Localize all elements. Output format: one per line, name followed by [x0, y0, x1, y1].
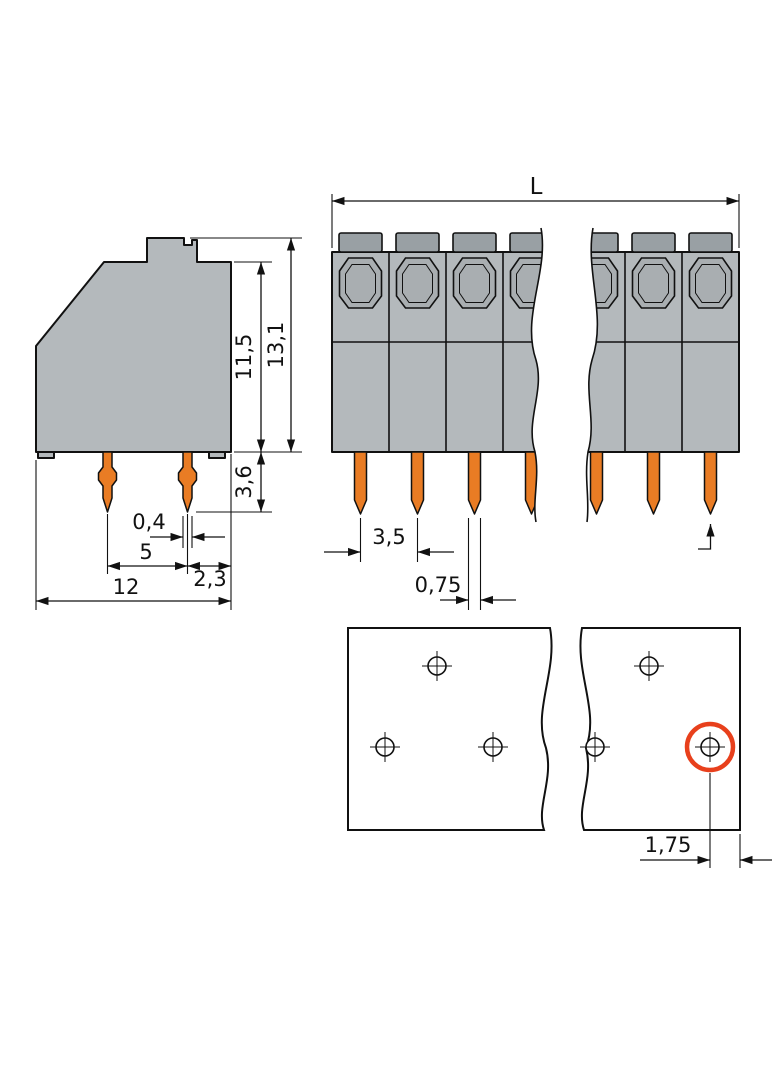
dim-label-height-body: 11,5 — [232, 334, 256, 381]
solder-pin-front — [353, 451, 368, 515]
conductor-entry-opening — [631, 257, 676, 309]
conductor-entry-opening — [452, 257, 497, 309]
dim-pole-pitch: 3,5 — [324, 525, 454, 557]
dim-label-pin-length: 3,6 — [232, 465, 256, 498]
push-button-cap — [395, 232, 440, 253]
solder-pin-front — [589, 451, 604, 515]
front-view-left-group — [331, 232, 543, 515]
front-view: L 3,5 0,75 — [324, 174, 740, 610]
solder-pin-side-left — [97, 451, 118, 513]
dim-pin-length: 3,6 — [232, 452, 266, 512]
solder-pin-front — [467, 451, 482, 515]
dim-height-body: 11,5 — [232, 262, 266, 452]
front-view-right-group — [586, 232, 740, 515]
dim-label-depth: 12 — [113, 575, 140, 599]
dim-label-hole-to-edge: 1,75 — [645, 833, 692, 857]
conductor-entry-opening — [688, 257, 733, 309]
pcb-outline-left — [347, 627, 553, 831]
dim-label-pin-width-side: 0,4 — [132, 510, 165, 534]
dim-label-total-length: L — [530, 174, 543, 200]
dim-label-pin-pitch-side: 5 — [139, 540, 152, 564]
pin-pointer-arrow — [698, 524, 715, 550]
dim-depth: 12 — [36, 575, 231, 606]
conductor-entry-opening — [338, 257, 383, 309]
side-view-housing — [35, 237, 232, 453]
solder-pin-front — [410, 451, 425, 515]
push-button-cap — [586, 232, 619, 253]
dim-label-pin-width-front: 0,75 — [415, 573, 462, 597]
side-view: 11,5 13,1 3,6 0,4 5 2,3 12 — [35, 237, 302, 610]
push-button-cap — [688, 232, 733, 253]
highlight-circle — [684, 721, 736, 773]
dim-total-length: L — [332, 174, 739, 206]
dim-pin-width-front: 0,75 — [415, 573, 516, 605]
dim-label-pole-pitch: 3,5 — [372, 525, 405, 549]
solder-pin-front — [703, 451, 718, 515]
dim-label-pin-to-edge: 2,3 — [193, 567, 226, 591]
drilling-plan: 1,75 — [347, 627, 772, 868]
solder-pin-front — [646, 451, 661, 515]
push-button-cap — [338, 232, 383, 253]
push-button-cap — [631, 232, 676, 253]
break-line-right — [585, 227, 599, 523]
side-view-foot-right — [208, 451, 226, 459]
break-line-left — [530, 227, 544, 523]
push-button-cap — [509, 232, 543, 253]
conductor-entry-opening — [509, 257, 543, 309]
dim-label-height-total: 13,1 — [264, 322, 288, 369]
dim-pin-pitch-side: 5 — [107, 540, 188, 571]
side-view-foot-left — [37, 451, 55, 459]
conductor-entry-opening — [395, 257, 440, 309]
push-button-cap — [452, 232, 497, 253]
pcb-outline-right — [579, 627, 741, 831]
solder-pin-side-right — [177, 451, 198, 513]
dim-height-total: 13,1 — [264, 238, 296, 452]
dim-hole-to-edge: 1,75 — [640, 833, 772, 865]
dim-pin-to-edge: 2,3 — [187, 561, 231, 591]
dim-pin-width-side: 0,4 — [132, 510, 225, 542]
